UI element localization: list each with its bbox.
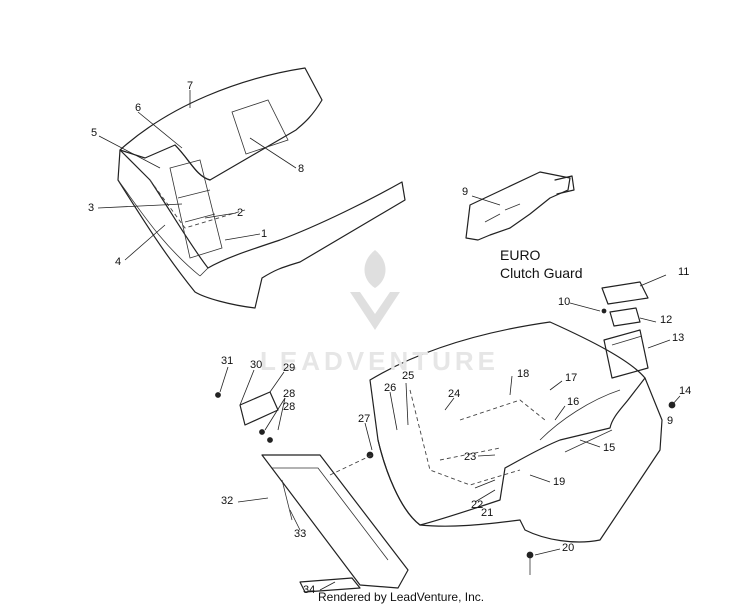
callout-32: 32 [221,495,234,507]
callout-9-upper: 9 [462,186,469,198]
callout-28-b: 28 [283,401,296,413]
callout-27: 27 [358,413,371,425]
callout-7: 7 [187,80,194,92]
upper-hood-part [117,67,406,309]
callout-21: 21 [481,507,494,519]
callout-17: 17 [565,372,578,384]
callout-5: 5 [91,127,98,139]
callout-19: 19 [553,476,566,488]
footer-credit: Rendered by LeadVenture, Inc. [318,590,485,604]
euro-label: EURO [500,247,541,263]
callout-22: 22 [471,499,484,511]
callout-12: 12 [660,314,673,326]
small-parts-upper-right [601,281,649,379]
callout-4: 4 [115,256,122,268]
callout-29: 29 [283,362,296,374]
euro-clutch-guard-part [465,171,575,241]
callout-34: 34 [303,584,316,596]
lower-hood-part [369,321,676,575]
callout-3: 3 [88,202,95,214]
callout-10: 10 [558,296,571,308]
callout-2: 2 [237,207,244,219]
callout-9-lower: 9 [667,415,674,427]
callout-20: 20 [562,542,575,554]
callout-8: 8 [298,163,305,175]
callout-14: 14 [679,385,692,397]
callout-24: 24 [448,388,461,400]
callout-16: 16 [567,396,580,408]
watermark-text: LEADVENTURE [260,346,500,376]
callout-11: 11 [678,266,690,278]
clutch-guard-label: Clutch Guard [500,265,583,281]
callout-26: 26 [384,382,397,394]
callout-28-a: 28 [283,388,296,400]
callout-31: 31 [221,355,234,367]
callout-25: 25 [402,370,415,382]
callout-6: 6 [135,102,142,114]
bracket-parts-left [215,391,409,593]
leader-lines [97,90,681,591]
callout-30: 30 [250,359,263,371]
callout-18: 18 [517,368,530,380]
callout-33: 33 [294,528,307,540]
callout-13: 13 [672,332,685,344]
callout-15: 15 [603,442,616,454]
watermark-logo [350,250,400,330]
callout-1: 1 [261,228,268,240]
callout-23: 23 [464,451,477,463]
